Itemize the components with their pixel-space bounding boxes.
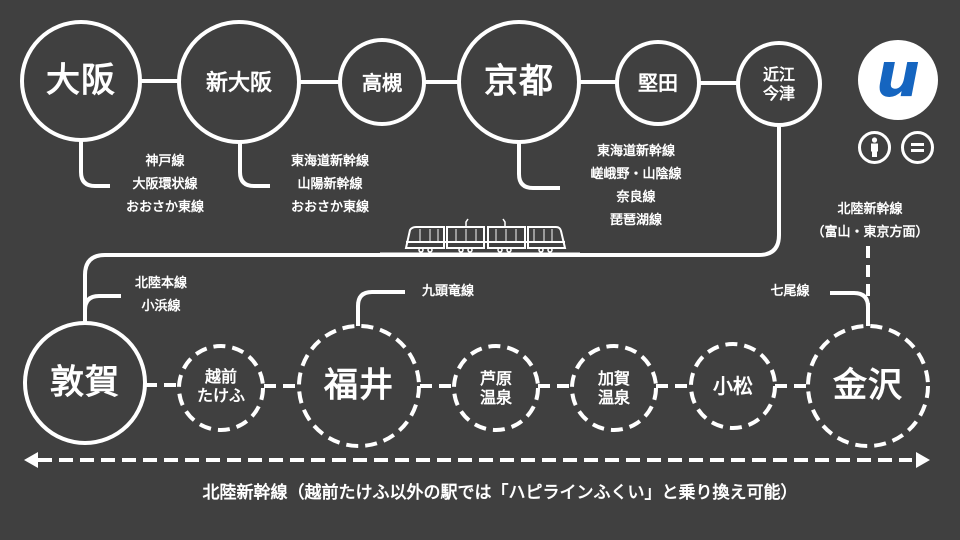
kanazawa-transfer-lines: 七尾線	[770, 284, 810, 299]
station-osaka: 大阪	[46, 60, 116, 101]
arrow-right-icon	[916, 452, 930, 468]
katata-circle	[615, 40, 701, 126]
kyoto-circle	[457, 20, 581, 144]
komatsu-circle	[689, 342, 777, 430]
osaka-circle	[20, 20, 142, 142]
u-logo-glyph: u	[875, 38, 921, 111]
shinosaka-circle	[177, 20, 301, 144]
station-shin-osaka: 新大阪	[205, 70, 273, 96]
omiimazu-circle	[736, 41, 822, 127]
station-echizen-takefu: 越前たけふ	[196, 366, 246, 405]
kanazawa-branch	[830, 291, 870, 326]
station-kyoto: 京都	[484, 61, 554, 102]
takatsuki-circle	[338, 38, 426, 126]
station-omi-imazu: 近江今津	[762, 64, 796, 103]
awara-onsen-circle	[452, 344, 540, 432]
echizen-takefu-circle	[177, 344, 265, 432]
station-komatsu: 小松	[713, 374, 753, 398]
info-person-icon	[858, 131, 891, 164]
kyoto-branch	[517, 142, 560, 190]
fukui-branch	[356, 290, 405, 326]
shin-osaka-transfer-lines: 東海道新幹線山陽新幹線おおさか東線	[290, 154, 370, 215]
osaka-transfer-lines: 神戸線大阪環状線おおさか東線	[125, 154, 205, 215]
kyoto-transfer-lines: 東海道新幹線嵯峨野・山陰線奈良線琵琶湖線	[590, 144, 682, 228]
footer-note: 北陸新幹線（越前たけふ以外の駅では「ハピラインふくい」と乗り換え可能）	[202, 483, 798, 503]
arrow-left-icon	[24, 452, 38, 468]
equals-icon	[901, 131, 934, 164]
fukui-circle	[297, 324, 421, 448]
hokuriku-shinkansen-direction: 北陸新幹線（富山・東京方面）	[811, 202, 929, 240]
tsuruga-branch	[83, 294, 121, 311]
tram-icon	[404, 218, 567, 253]
station-kanazawa: 金沢	[833, 365, 903, 406]
station-katata: 堅田	[638, 71, 678, 95]
station-fukui: 福井	[324, 365, 394, 406]
station-takatsuki: 高槻	[362, 71, 402, 95]
u-logo: u	[858, 40, 938, 120]
fukui-transfer-lines: 九頭竜線	[421, 284, 475, 299]
osaka-branch	[79, 140, 110, 188]
shinosaka-branch	[238, 143, 270, 188]
tsuruga-transfer-lines: 北陸本線小浜線	[134, 276, 188, 314]
station-awara-onsen: 芦原温泉	[479, 368, 513, 407]
station-kaga-onsen: 加賀温泉	[597, 368, 631, 407]
kanazawa-circle	[806, 324, 930, 448]
station-tsuruga: 敦賀	[50, 362, 120, 403]
kaga-onsen-circle	[570, 344, 658, 432]
